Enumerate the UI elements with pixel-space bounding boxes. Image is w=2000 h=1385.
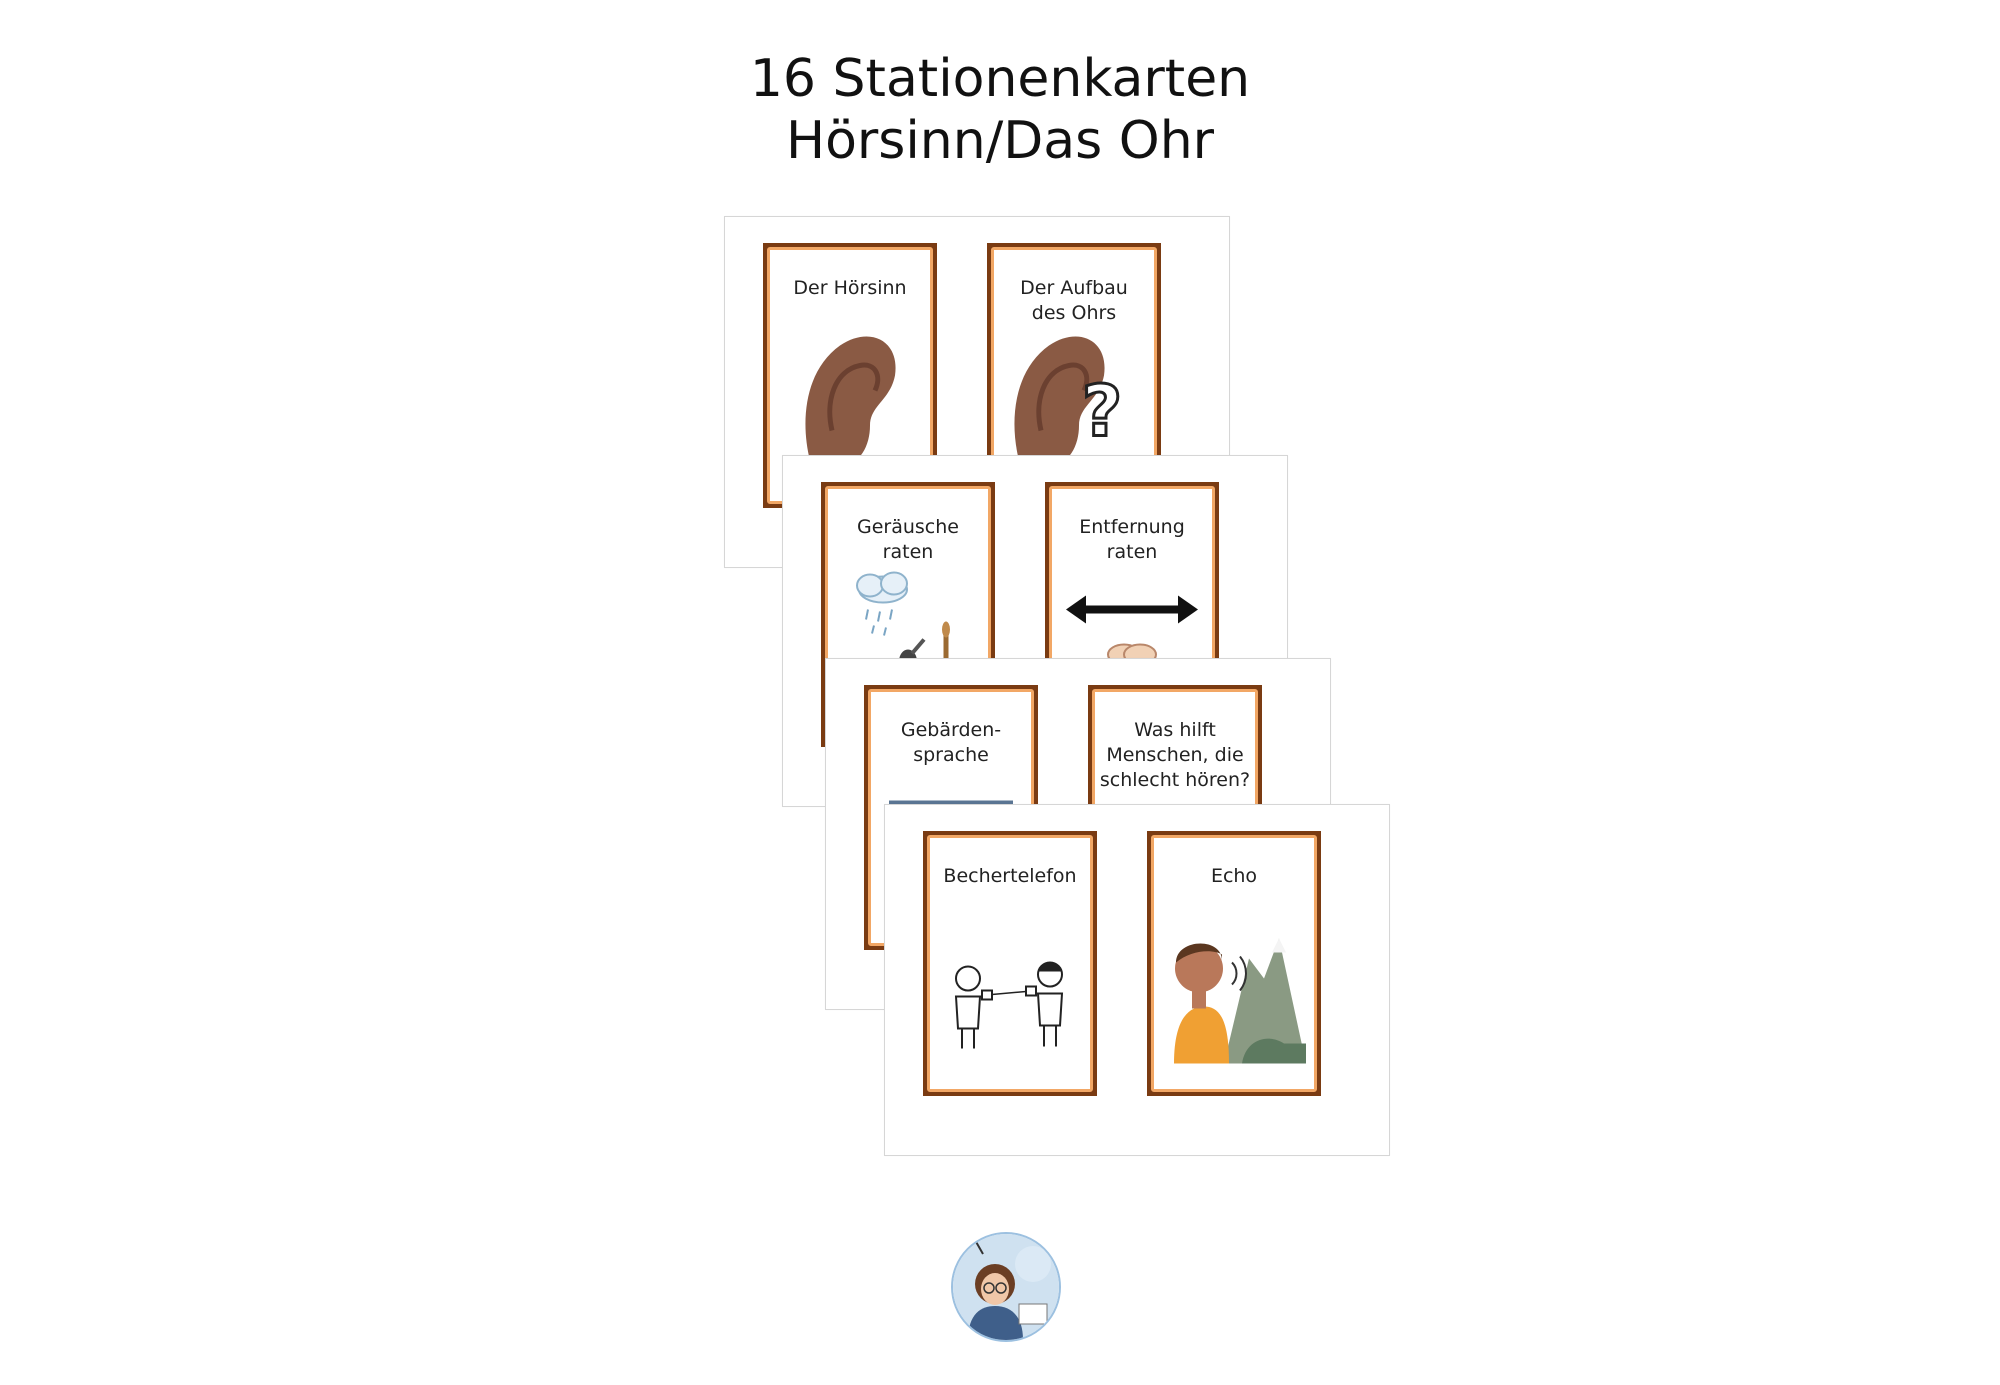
echo-mountain-icon bbox=[1174, 938, 1306, 1064]
cup-phone-icon bbox=[954, 961, 1064, 1049]
card-label: Entfernung raten bbox=[1079, 516, 1185, 563]
card-sheet-4: Bechertelefon Echo bbox=[884, 804, 1390, 1156]
card-label: Bechertelefon bbox=[943, 865, 1077, 887]
svg-text:?: ? bbox=[1082, 371, 1123, 453]
station-card-bechertelefon: Bechertelefon bbox=[923, 831, 1097, 1096]
author-avatar bbox=[951, 1232, 1061, 1342]
card-label: Was hilft Menschen, die schlecht hören? bbox=[1099, 719, 1251, 791]
card-label: Der Aufbau des Ohrs bbox=[1020, 277, 1128, 324]
page-title: 16 Stationenkarten Hörsinn/Das Ohr bbox=[0, 48, 2000, 172]
title-line-2: Hörsinn/Das Ohr bbox=[785, 111, 1215, 171]
station-card-echo: Echo bbox=[1147, 831, 1321, 1096]
card-label: Der Hörsinn bbox=[793, 277, 907, 299]
ear-question-icon: ? bbox=[1014, 336, 1124, 466]
author-avatar-icon bbox=[953, 1234, 1059, 1340]
card-label: Echo bbox=[1210, 865, 1258, 887]
card-label: Geräusche raten bbox=[857, 516, 959, 563]
title-line-1: 16 Stationenkarten bbox=[749, 49, 1251, 109]
ear-icon bbox=[805, 336, 896, 466]
card-label: Gebärden- sprache bbox=[900, 719, 1002, 766]
